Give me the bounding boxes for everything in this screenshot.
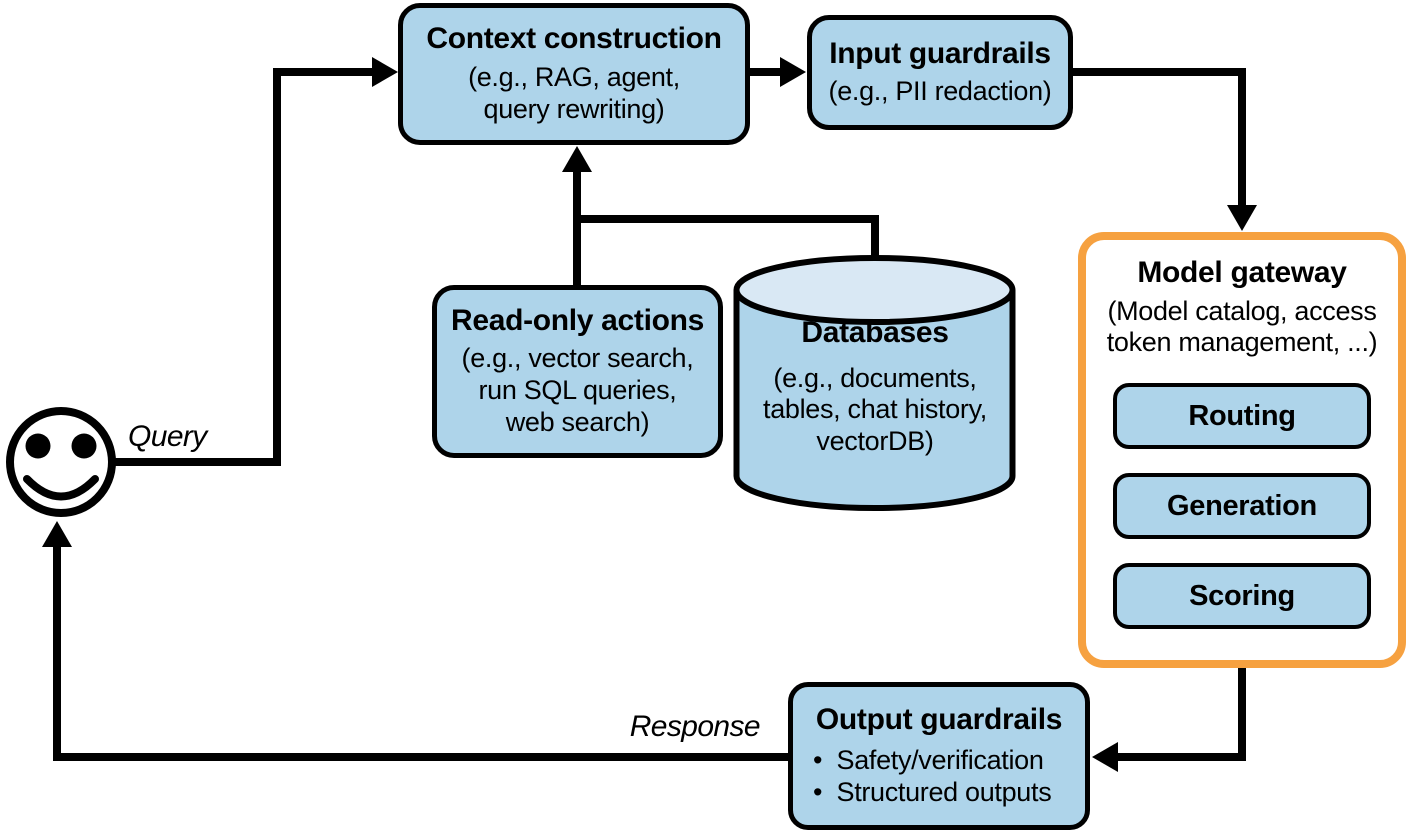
input-guardrails-node: Input guardrails (e.g., PII redaction): [807, 15, 1073, 130]
bullet-structured-outputs: Structured outputs: [813, 776, 1052, 808]
databases-node: Databases (e.g., documents, tables, chat…: [740, 316, 1010, 458]
scoring-node: Scoring: [1113, 563, 1371, 630]
routing-node: Routing: [1113, 383, 1371, 450]
read-only-actions-title: Read-only actions: [451, 303, 704, 337]
query-label: Query: [128, 420, 207, 453]
databases-title: Databases: [801, 316, 949, 349]
input-guardrails-subtitle: (e.g., PII redaction): [828, 76, 1052, 107]
read-only-actions-node: Read-only actions (e.g., vector search, …: [432, 285, 723, 458]
model-gateway-node: Model gateway (Model catalog, access tok…: [1078, 232, 1406, 668]
response-label: Response: [629, 710, 761, 743]
input-guardrails-title: Input guardrails: [829, 36, 1051, 70]
response-arrow: [42, 521, 790, 761]
input-to-gateway-arrow: [1070, 68, 1257, 231]
database-cylinder-icon: [733, 255, 1016, 511]
gateway-to-output-arrow: [1092, 662, 1246, 772]
context-construction-subtitle: (e.g., RAG, agent, query rewriting): [468, 61, 680, 124]
context-construction-node: Context construction (e.g., RAG, agent, …: [398, 3, 750, 145]
readonly-to-context-arrow: [562, 146, 592, 290]
generation-node: Generation: [1113, 473, 1371, 540]
output-guardrails-title: Output guardrails: [815, 703, 1063, 737]
model-gateway-subtitle: (Model catalog, access token management,…: [1106, 295, 1378, 358]
bullet-safety-verification: Safety/verification: [813, 744, 1051, 776]
read-only-actions-subtitle: (e.g., vector search, run SQL queries, w…: [461, 343, 694, 438]
databases-to-context-line: [573, 215, 879, 266]
context-construction-title: Context construction: [426, 22, 722, 56]
user-icon: [6, 407, 116, 517]
databases-subtitle: (e.g., documents, tables, chat history, …: [763, 362, 987, 457]
output-guardrails-node: Output guardrails Safety/verification St…: [788, 682, 1090, 830]
context-to-input-arrow: [748, 57, 806, 87]
query-arrow: [115, 57, 398, 466]
output-guardrails-bullets: Safety/verification Structured outputs: [793, 744, 1052, 809]
model-gateway-title: Model gateway: [1137, 256, 1347, 289]
